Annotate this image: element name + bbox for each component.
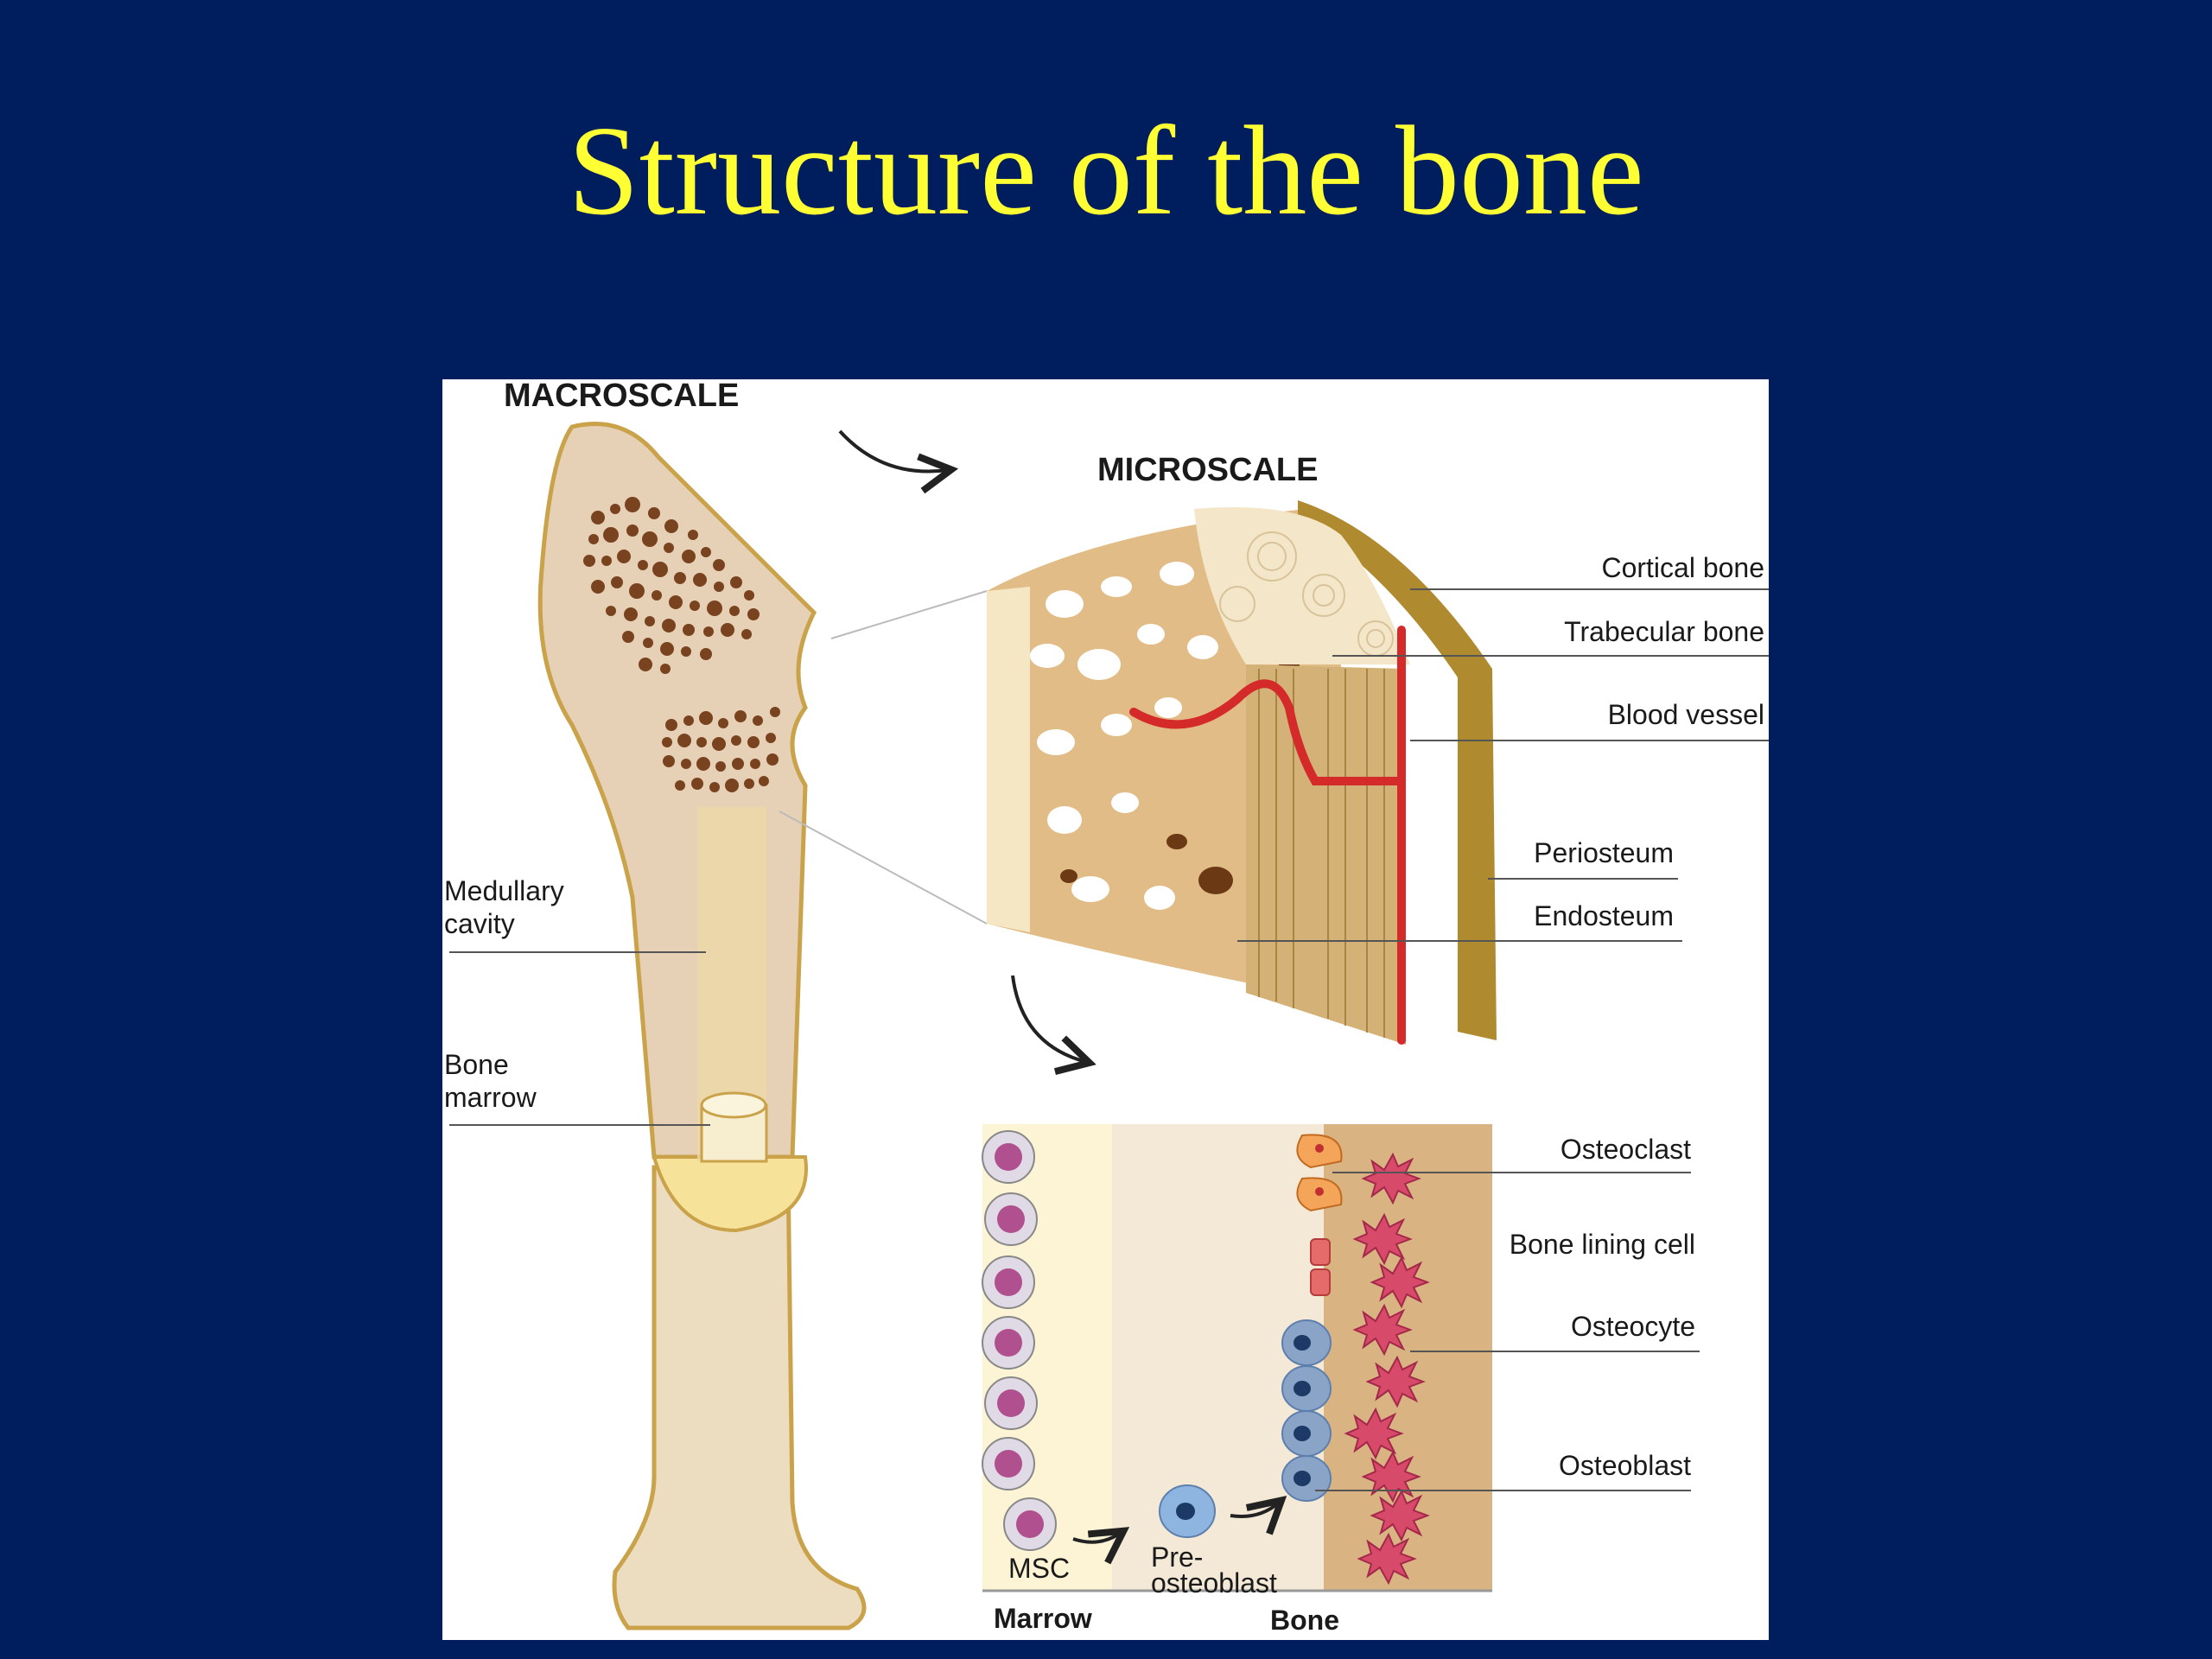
bone-marrow-cylinder bbox=[700, 1091, 768, 1163]
osteocyte-cells bbox=[1344, 1152, 1430, 1586]
trabecular-holes bbox=[1030, 562, 1218, 910]
pre-osteoblast-label-line2: osteoblast bbox=[1151, 1567, 1277, 1599]
cell-panel bbox=[982, 1124, 1700, 1592]
trabecular-front-face bbox=[987, 587, 1030, 932]
cortical-bone-label: Cortical bone bbox=[1601, 552, 1764, 583]
msc-label: MSC bbox=[1008, 1553, 1071, 1584]
zoom-line-bottom bbox=[779, 810, 988, 925]
arrow-msc-to-pre bbox=[1072, 1533, 1121, 1542]
cell-leader-lines bbox=[1315, 1172, 1700, 1491]
bone-marrow-label-line1: Bone bbox=[444, 1049, 509, 1080]
msc-cells bbox=[982, 1130, 1057, 1551]
cortical-osteon-region bbox=[1194, 507, 1410, 664]
pre-osteoblast-cell bbox=[1159, 1484, 1216, 1538]
spongy-pores-lower bbox=[662, 707, 780, 792]
bone-marrow-label-line2: marrow bbox=[444, 1082, 537, 1113]
blood-vessel-label: Blood vessel bbox=[1607, 699, 1764, 730]
bone-upper-shaft bbox=[537, 422, 817, 1160]
osteon-rings bbox=[1219, 531, 1394, 657]
arrow-macro-to-micro bbox=[838, 429, 948, 472]
blood-vessel bbox=[1129, 626, 1406, 1045]
pre-osteoblast-label-line1: Pre- bbox=[1151, 1541, 1204, 1573]
bone-lining-cells bbox=[1310, 1238, 1331, 1296]
microscale-header: MICROSCALE bbox=[1097, 452, 1319, 488]
medullary-cavity-label-line1: Medullary bbox=[444, 875, 564, 906]
micro-leader-lines bbox=[1237, 588, 1769, 942]
medullary-cavity-label-line2: cavity bbox=[444, 908, 515, 939]
osteoblast-label: Osteoblast bbox=[1559, 1450, 1691, 1481]
osteocyte-label: Osteocyte bbox=[1570, 1311, 1695, 1342]
bone-structure-figure: MACROSCALE MICROSCALE Medullary cavity B… bbox=[442, 379, 1769, 1640]
long-bone bbox=[537, 422, 867, 1630]
spongy-pores-upper bbox=[583, 497, 760, 674]
bone-lining-cell-label: Bone lining cell bbox=[1509, 1229, 1695, 1260]
cut-surface bbox=[652, 1155, 808, 1233]
macroscale-header: MACROSCALE bbox=[504, 378, 740, 414]
arrow-micro-to-cells bbox=[1011, 975, 1086, 1062]
osteoclast-cells bbox=[1296, 1134, 1343, 1212]
periosteum-label: Periosteum bbox=[1534, 837, 1674, 868]
cortical-bone-outer bbox=[1298, 500, 1497, 1040]
osteoclast-label: Osteoclast bbox=[1560, 1134, 1691, 1165]
bone-label: Bone bbox=[1270, 1605, 1339, 1636]
slide-title: Structure of the bone bbox=[568, 100, 1644, 242]
endosteum-label: Endosteum bbox=[1534, 900, 1674, 931]
marrow-label: Marrow bbox=[994, 1603, 1092, 1634]
bone-illustration bbox=[449, 422, 1769, 1630]
bone-lower-shaft bbox=[612, 1165, 867, 1630]
microscale-block bbox=[987, 500, 1497, 1045]
compact-layer bbox=[1246, 664, 1406, 1045]
arrow-pre-to-osteoblast bbox=[1230, 1503, 1279, 1516]
trabecular-bone-label: Trabecular bone bbox=[1564, 616, 1764, 647]
zoom-line-top bbox=[830, 590, 988, 639]
